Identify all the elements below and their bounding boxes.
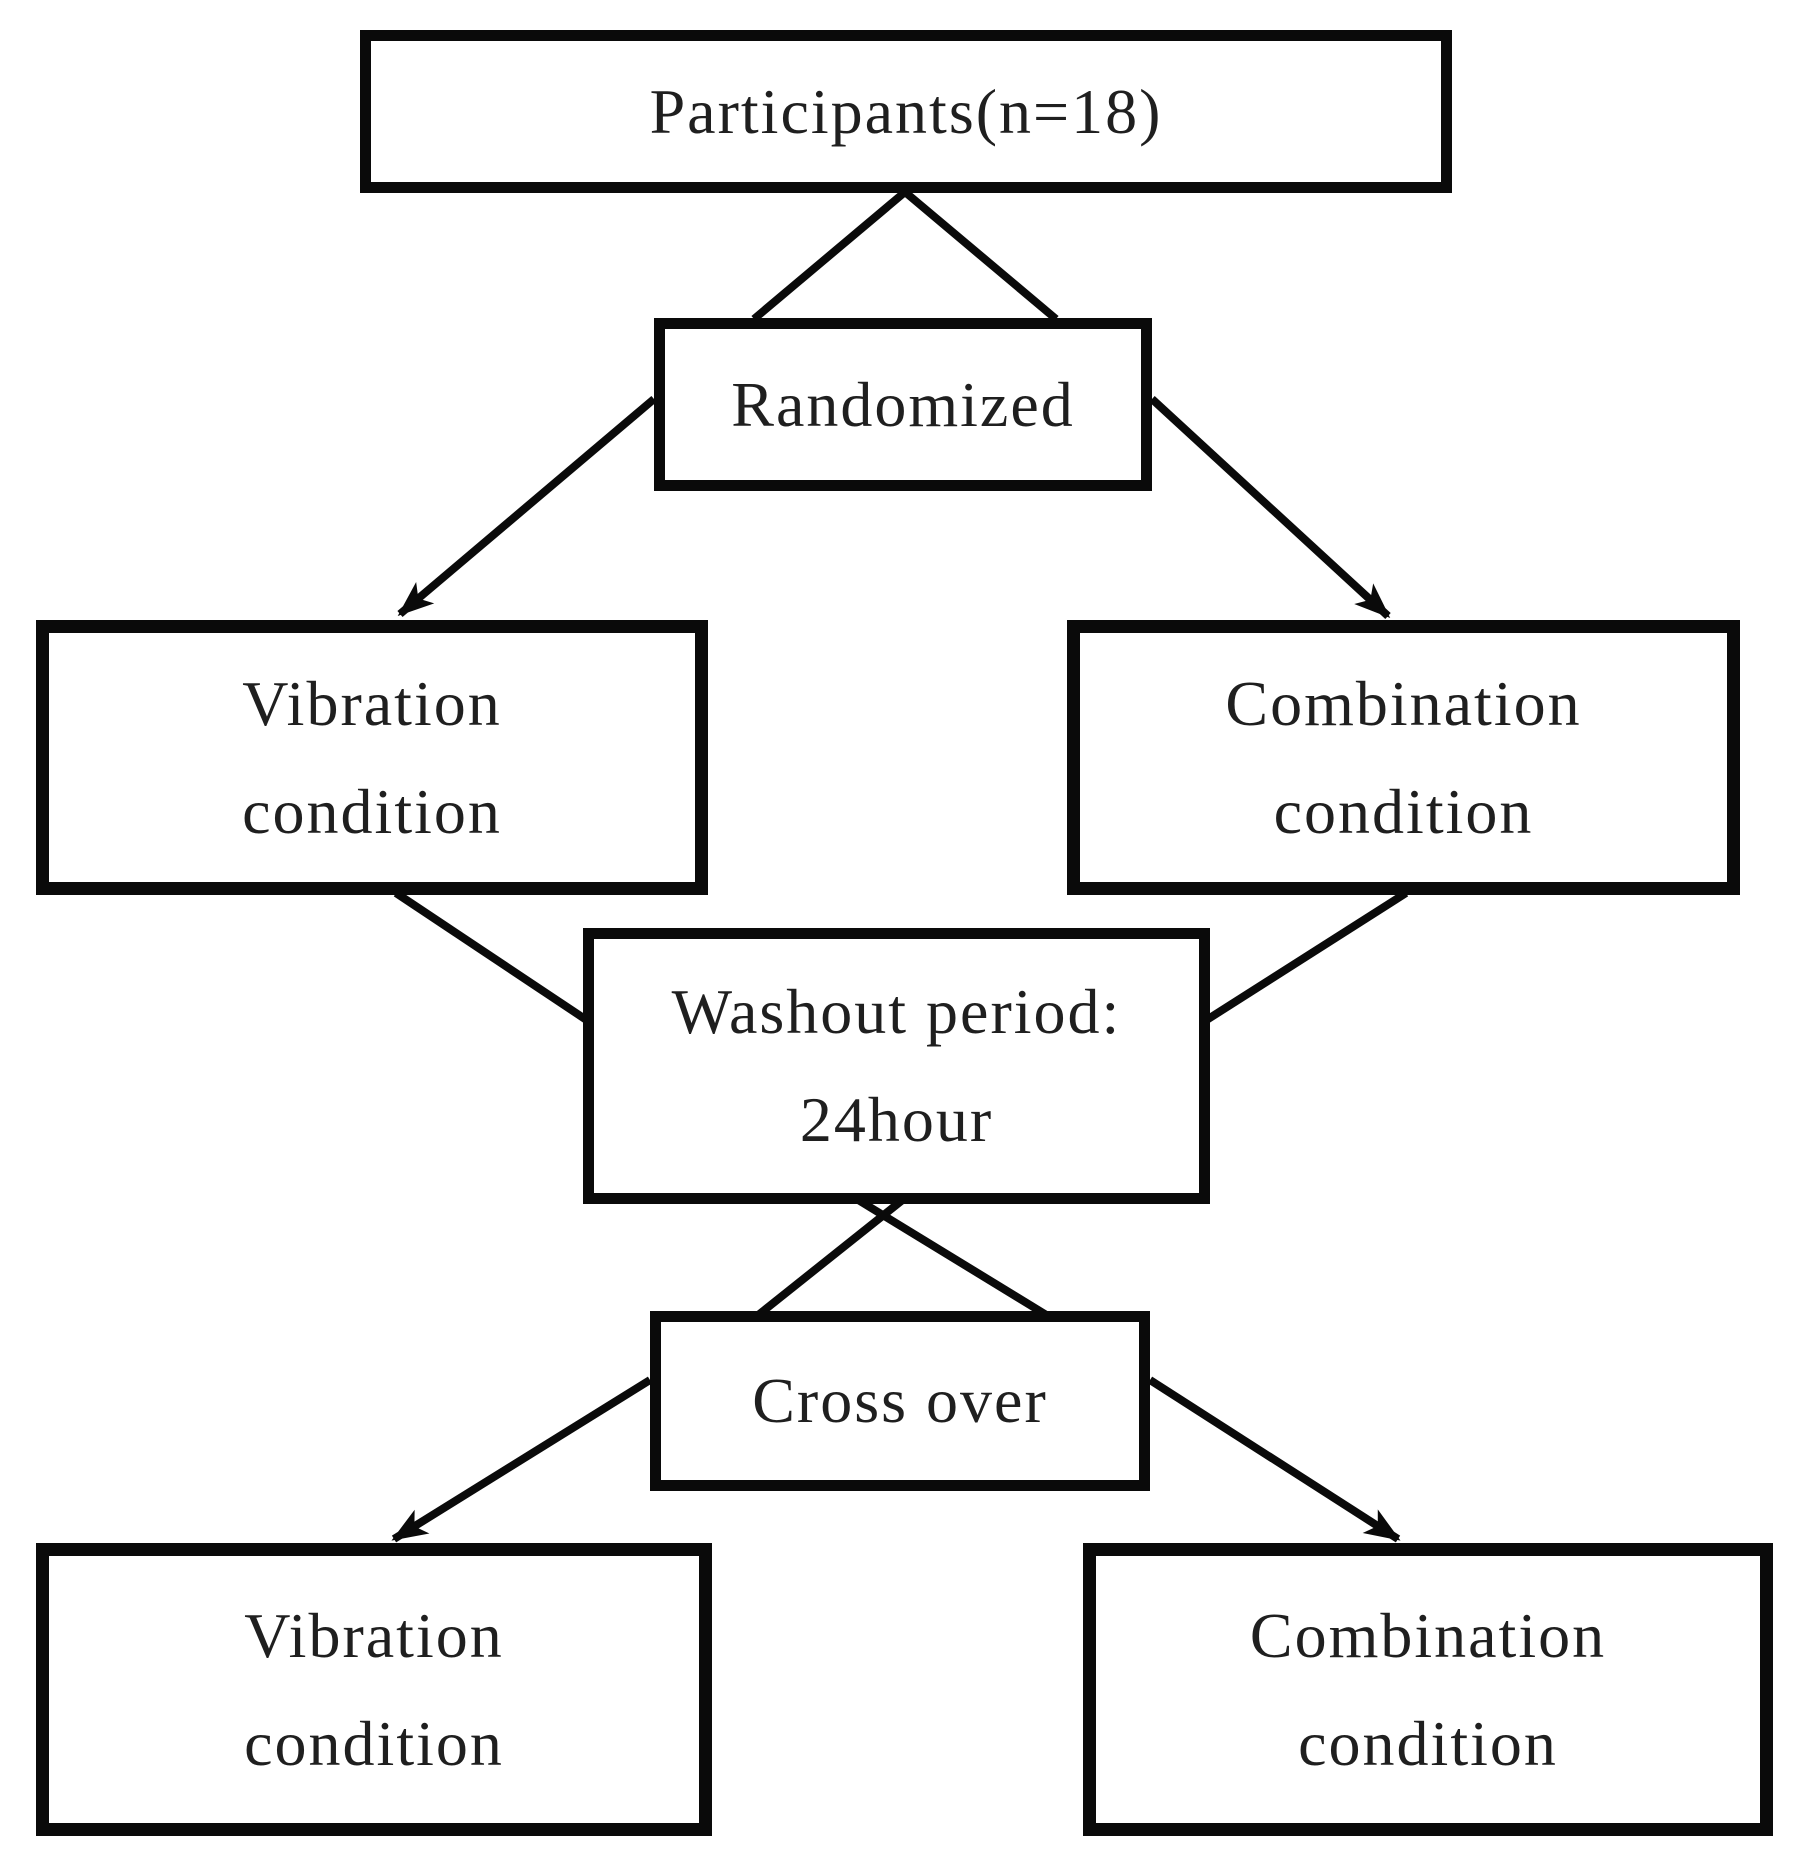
node-label: Combination bbox=[1225, 667, 1582, 739]
node-participants: Participants(n=18) bbox=[360, 30, 1452, 193]
node-combination-condition-1: Combination condition bbox=[1067, 620, 1740, 895]
node-label: 24hour bbox=[799, 1084, 994, 1155]
edge-randomized-to-vibration1-arrow bbox=[397, 395, 657, 618]
node-label: condition bbox=[1273, 775, 1534, 847]
edge-vibration1-to-washout bbox=[393, 889, 591, 1025]
node-vibration-condition-2: Vibration condition bbox=[36, 1543, 712, 1836]
edge-participants-to-randomized-right bbox=[902, 188, 1059, 323]
node-label: Randomized bbox=[731, 368, 1075, 440]
node-washout-period: Washout period: 24hour bbox=[583, 928, 1210, 1204]
edge-crossover-to-vibration2-arrow bbox=[391, 1376, 653, 1543]
node-cross-over: Cross over bbox=[650, 1311, 1150, 1491]
edge-crossover-to-combination2-arrow bbox=[1147, 1376, 1401, 1543]
node-label: Vibration bbox=[242, 667, 502, 739]
node-vibration-condition-1: Vibration condition bbox=[36, 620, 708, 895]
edge-combination1-to-washout bbox=[1202, 889, 1409, 1025]
node-label: Washout period: bbox=[671, 976, 1122, 1047]
node-label: Participants(n=18) bbox=[649, 75, 1163, 147]
node-combination-condition-2: Combination condition bbox=[1083, 1543, 1773, 1836]
node-label: condition bbox=[242, 775, 502, 847]
node-label: condition bbox=[244, 1707, 504, 1779]
edge-washout-to-crossover-left-cross bbox=[754, 1194, 908, 1320]
node-randomized: Randomized bbox=[654, 318, 1152, 491]
edge-washout-to-crossover-right-cross bbox=[852, 1194, 1051, 1320]
edge-participants-to-randomized-left bbox=[751, 188, 908, 323]
node-label: Vibration bbox=[244, 1599, 504, 1671]
edge-randomized-to-combination1-arrow bbox=[1149, 396, 1391, 619]
node-label: condition bbox=[1298, 1707, 1558, 1779]
node-label: Cross over bbox=[752, 1365, 1048, 1436]
node-label: Combination bbox=[1249, 1599, 1607, 1671]
